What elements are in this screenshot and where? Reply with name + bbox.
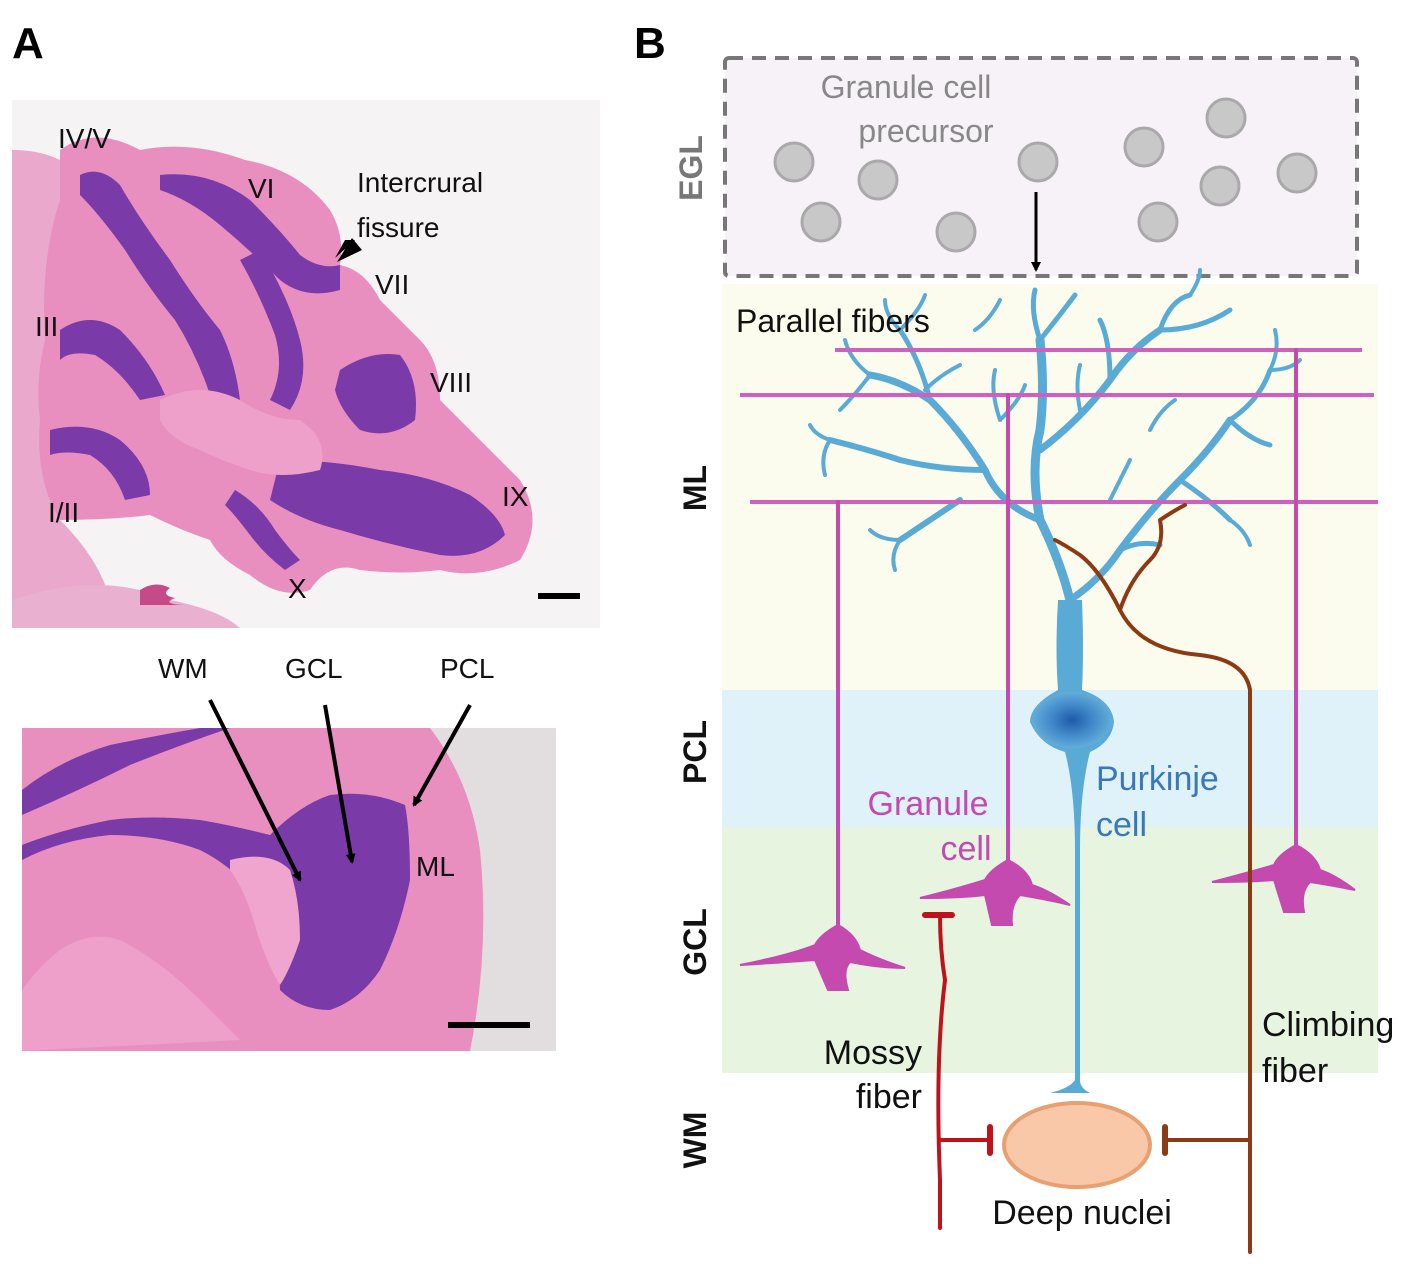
precursor-cell (1137, 201, 1179, 243)
zoom-section-image (22, 728, 556, 1051)
lobule-label-i-ii: I/II (48, 497, 79, 528)
precursor-cell (935, 211, 977, 253)
lobule-label-iii: III (35, 311, 58, 342)
lobule-label-viii: VIII (430, 367, 472, 398)
precursor-label-line1: Granule cell (821, 69, 992, 105)
scale-bar-a-top (538, 593, 580, 599)
mossy-fiber (922, 912, 993, 1230)
layer-label-egl: EGL (673, 135, 709, 201)
scale-bar-a-bottom (448, 1022, 530, 1028)
parallel-fibers-label: Parallel fibers (736, 303, 930, 339)
parallel-fibers (740, 348, 1378, 504)
precursor-cell (800, 201, 842, 243)
granule-label-line2: cell (940, 830, 991, 868)
layer-label-pcl: PCL (677, 720, 713, 784)
climbing-fiber (1053, 503, 1252, 1254)
purkinje-soma (1032, 692, 1112, 748)
lobule-label-x: X (288, 573, 307, 604)
zoom-label-wm: WM (158, 653, 208, 684)
mossy-label-line1: Mossy (824, 1034, 922, 1072)
panel-b-letter: B (634, 19, 666, 68)
granule-cells (739, 348, 1356, 991)
deep-nuclei-label: Deep nuclei (992, 1194, 1172, 1232)
granule-label-line1: Granule (868, 785, 989, 823)
fissure-label-line2: fissure (357, 212, 439, 243)
layer-label-gcl: GCL (677, 908, 713, 976)
precursor-cell (1276, 152, 1318, 194)
zoom-label-pcl: PCL (440, 653, 494, 684)
pcl-pointer-arrow-icon (412, 704, 472, 807)
lobule-label-vii: VII (375, 269, 409, 300)
precursor-cell (857, 159, 899, 201)
fissure-arrow-icon (337, 238, 362, 262)
zoom-label-gcl: GCL (285, 653, 343, 684)
layer-label-wm: WM (677, 1112, 713, 1169)
precursor-cell (1123, 126, 1165, 168)
zoom-label-ml: ML (416, 851, 455, 882)
ml-layer-band (722, 284, 1378, 690)
cerebellum-section-image (12, 100, 600, 628)
granule-cell-left (739, 500, 906, 991)
fissure-label-line1: Intercrural (357, 167, 483, 198)
purkinje-cell (1030, 600, 1114, 1093)
granule-cell-right (1211, 348, 1356, 913)
granule-cell-middle (919, 393, 1071, 926)
wm-pointer-arrow-icon (208, 699, 302, 882)
lobule-label-ix: IX (502, 481, 529, 512)
precursor-cell (1199, 165, 1241, 207)
layer-label-ml: ML (677, 465, 713, 511)
lobule-label-iv-v: IV/V (58, 123, 111, 154)
precursor-label-line2: precursor (858, 113, 994, 149)
purkinje-label-line1: Purkinje (1096, 760, 1219, 798)
climbing-label-line1: Climbing (1262, 1006, 1394, 1044)
precursor-cells (773, 97, 1318, 253)
precursor-cell (1017, 141, 1059, 183)
mossy-label-line2: fiber (856, 1078, 922, 1116)
deep-nuclei-ellipse (1002, 1101, 1152, 1189)
gcl-pointer-arrow-icon (323, 704, 356, 864)
climbing-label-line2: fiber (1262, 1052, 1328, 1090)
precursor-cell (1205, 97, 1247, 139)
lobule-label-vi: VI (248, 173, 274, 204)
purkinje-label-line2: cell (1096, 806, 1147, 844)
precursor-cell (773, 141, 815, 183)
panel-a-letter: A (12, 19, 44, 68)
